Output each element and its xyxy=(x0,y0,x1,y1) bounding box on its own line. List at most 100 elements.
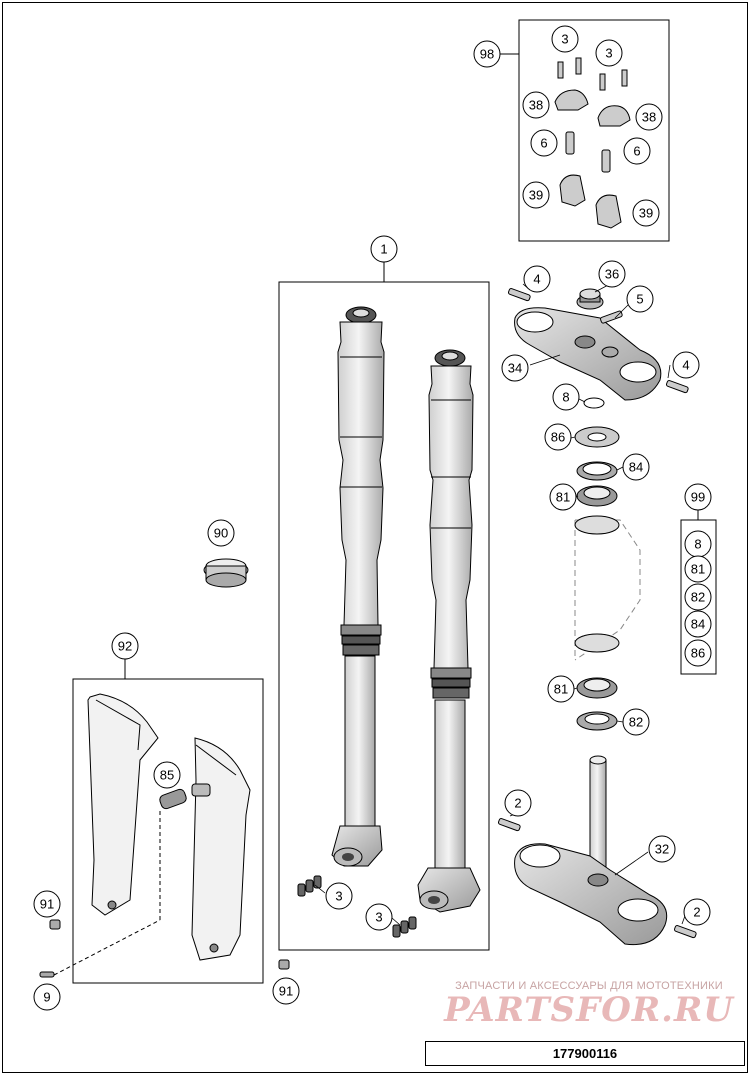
callout-81a: 81 xyxy=(549,483,577,511)
svg-text:1: 1 xyxy=(380,242,387,257)
fork-guard-left xyxy=(87,693,159,916)
guard-screws xyxy=(39,919,290,978)
callout-9: 9 xyxy=(33,983,61,1011)
callout-82a: 82 xyxy=(622,708,650,736)
callout-99: 99 xyxy=(684,483,712,511)
callout-3a: 3 xyxy=(551,25,579,53)
brake-line-clip xyxy=(159,783,211,810)
callout-1: 1 xyxy=(370,235,398,263)
callout-86b: 86 xyxy=(684,639,712,667)
dust-seal-86 xyxy=(574,426,620,448)
svg-text:3: 3 xyxy=(375,910,382,925)
top-nut xyxy=(576,288,604,310)
callout-81c: 81 xyxy=(684,555,712,583)
svg-text:82: 82 xyxy=(691,590,705,605)
callout-32: 32 xyxy=(648,835,676,863)
axle-clamp-bolts-left xyxy=(297,875,322,897)
callout-84a: 84 xyxy=(622,453,650,481)
svg-text:32: 32 xyxy=(655,842,669,857)
callout-6a: 6 xyxy=(530,129,558,157)
svg-text:8: 8 xyxy=(694,537,701,552)
svg-text:81: 81 xyxy=(691,562,705,577)
svg-text:81: 81 xyxy=(556,490,570,505)
clamp-bolts xyxy=(508,288,689,394)
svg-text:38: 38 xyxy=(529,98,543,113)
callout-36: 36 xyxy=(598,260,626,288)
bearing-81-bottom xyxy=(576,677,618,699)
svg-text:8: 8 xyxy=(562,390,569,405)
fork-guard-box xyxy=(72,678,264,984)
callout-3d: 3 xyxy=(365,903,393,931)
bearing-81-top xyxy=(576,485,618,507)
head-tube-outline xyxy=(574,515,641,661)
svg-text:6: 6 xyxy=(540,136,547,151)
drawing-number: 177900116 xyxy=(552,1046,618,1061)
callout-4a: 4 xyxy=(523,265,551,293)
callout-84b: 84 xyxy=(684,610,712,638)
svg-text:82: 82 xyxy=(629,715,643,730)
callout-8a: 8 xyxy=(552,383,580,411)
svg-text:81: 81 xyxy=(554,682,568,697)
callout-92: 92 xyxy=(111,632,139,660)
svg-text:98: 98 xyxy=(480,47,494,62)
screw-leader-9 xyxy=(53,919,161,976)
callout-4b: 4 xyxy=(672,351,700,379)
leader-lines xyxy=(314,282,687,926)
callout-5: 5 xyxy=(626,285,654,313)
svg-text:2: 2 xyxy=(693,905,700,920)
callout-38b: 38 xyxy=(635,103,663,131)
callout-98: 98 xyxy=(473,40,501,68)
callout-82b: 82 xyxy=(684,583,712,611)
svg-text:91: 91 xyxy=(40,897,54,912)
callout-39a: 39 xyxy=(522,181,550,209)
callout-85: 85 xyxy=(153,761,181,789)
svg-text:39: 39 xyxy=(529,188,543,203)
svg-text:39: 39 xyxy=(639,206,653,221)
fork-leg-right xyxy=(417,349,481,913)
cap-ring xyxy=(203,558,249,588)
svg-text:6: 6 xyxy=(633,144,640,159)
callout-38a: 38 xyxy=(522,91,550,119)
watermark: ЗАПЧАСТИ И АКСЕССУАРЫ ДЛЯ МОТОТЕХНИКИ PA… xyxy=(436,980,742,1028)
callouts: 98 3 3 38 38 6 6 39 39 1 4 36 5 34 4 8 8… xyxy=(33,25,712,1011)
callout-86a: 86 xyxy=(544,423,572,451)
svg-text:92: 92 xyxy=(118,639,132,654)
callout-3b: 3 xyxy=(595,39,623,67)
callout-90: 90 xyxy=(207,519,235,547)
callout-3c: 3 xyxy=(325,882,353,910)
svg-text:3: 3 xyxy=(335,889,342,904)
callout-81b: 81 xyxy=(547,675,575,703)
callout-91b: 91 xyxy=(272,977,300,1005)
svg-text:85: 85 xyxy=(160,768,174,783)
callout-6b: 6 xyxy=(623,137,651,165)
svg-text:5: 5 xyxy=(636,292,643,307)
upper-triple-clamp xyxy=(514,307,662,401)
svg-text:36: 36 xyxy=(605,267,619,282)
callout-2a: 2 xyxy=(504,789,532,817)
svg-text:34: 34 xyxy=(508,361,522,376)
watermark-logo: PARTSFOR.RU xyxy=(444,990,734,1030)
svg-text:86: 86 xyxy=(551,430,565,445)
svg-text:86: 86 xyxy=(691,646,705,661)
svg-text:3: 3 xyxy=(605,46,612,61)
svg-text:99: 99 xyxy=(691,490,705,505)
svg-text:90: 90 xyxy=(214,526,228,541)
callout-2b: 2 xyxy=(683,898,711,926)
svg-text:4: 4 xyxy=(682,358,689,373)
lower-triple-clamp xyxy=(498,755,697,946)
callout-39b: 39 xyxy=(632,199,660,227)
seal-ring-84-top xyxy=(576,461,618,481)
svg-text:38: 38 xyxy=(642,110,656,125)
svg-text:84: 84 xyxy=(691,617,705,632)
svg-text:3: 3 xyxy=(561,32,568,47)
axle-clamp-bolts-right xyxy=(392,916,417,938)
fork-guard-right xyxy=(191,737,251,961)
callout-34: 34 xyxy=(501,354,529,382)
seal-ring-82 xyxy=(576,711,618,731)
svg-text:4: 4 xyxy=(533,272,540,287)
watermark-tagline: ЗАПЧАСТИ И АКСЕССУАРЫ ДЛЯ МОТОТЕХНИКИ xyxy=(455,980,723,992)
svg-text:2: 2 xyxy=(514,796,521,811)
svg-text:9: 9 xyxy=(43,990,50,1005)
